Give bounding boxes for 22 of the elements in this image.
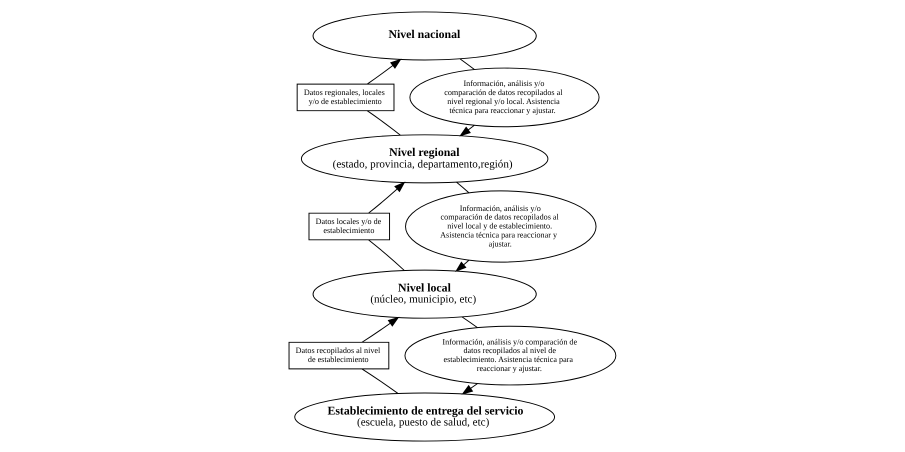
arrow <box>459 124 475 136</box>
node-ellipse: Nivel regional (estado, provincia, departamento,región) <box>300 134 548 183</box>
node-ellipse: Información, análisis y/o comparación de datos recopilados al nivel local y de establecimiento. Asistencia técnica para reaccionar y ajustar. <box>405 190 597 262</box>
arrow <box>366 58 402 84</box>
node-ellipse: Información, análisis y/o comparación de datos recopilados al nivel de establecimiento. Asistencia técnica para reaccionar y ajustar. <box>404 325 616 385</box>
arrow <box>461 382 478 394</box>
node-ellipse: Establecimiento de entrega del servicio (escuela, puesto de salud, etc) <box>294 392 556 442</box>
node-ellipse: Nivel local (núcleo, municipio, etc) <box>312 269 537 318</box>
connector <box>456 181 470 193</box>
connector <box>368 238 405 270</box>
node-box: Datos regionales, locales y/o de establecimiento <box>296 83 394 111</box>
connector <box>462 316 478 328</box>
connector <box>366 110 401 136</box>
node-ellipse: Información, análisis y/o comparación de datos recopilados al nivel regional y/o local. Asistencia técnica para reaccionar y ajustar. <box>409 67 600 127</box>
node-ellipse: Nivel nacional <box>312 10 537 60</box>
connector <box>460 58 475 70</box>
node-box: Datos locales y/o de establecimiento <box>308 212 390 240</box>
arrow <box>368 181 406 214</box>
arrow <box>455 259 470 272</box>
node-box: Datos recopilados al nivel de establecimiento <box>288 341 390 369</box>
connector <box>362 368 398 394</box>
arrow <box>362 316 400 342</box>
